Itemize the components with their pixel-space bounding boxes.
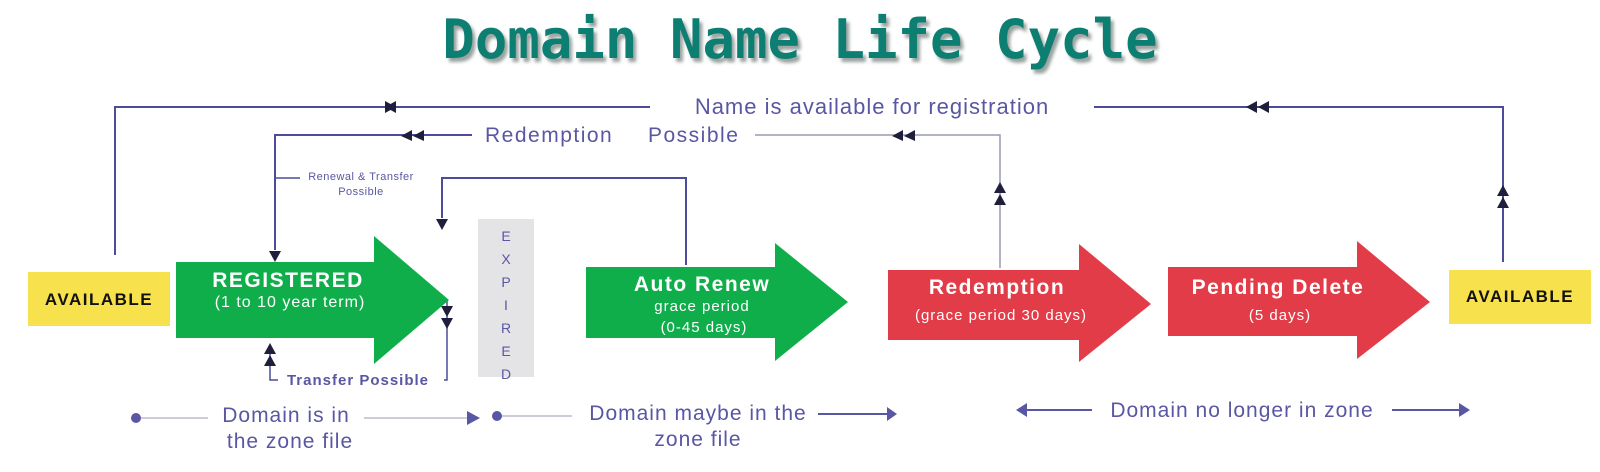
available-right-label: AVAILABLE: [1466, 287, 1574, 306]
available-left-box: [28, 272, 170, 326]
maybe-zone-label-1: Domain maybe in the: [589, 402, 806, 425]
transfer-possible-label: Transfer Possible: [287, 372, 429, 389]
expired-letter: P: [501, 274, 510, 290]
redemption-subtitle: (grace period 30 days): [915, 307, 1087, 324]
auto-renew-line2: (0-45 days): [661, 319, 748, 336]
redemption-title: Redemption: [929, 276, 1065, 299]
no-longer-zone-connector: [1016, 403, 1470, 417]
renewal-transfer-label-2: Possible: [338, 186, 384, 198]
auto-renew-return-arrowhead: [436, 219, 448, 230]
redemption-possible-label-1: Redemption: [485, 124, 613, 147]
maybe-zone-label-2: zone file: [654, 428, 741, 451]
arrowheads-transfer-possible: [264, 306, 453, 366]
available-left-label: AVAILABLE: [45, 290, 153, 309]
auto-renew-title: Auto Renew: [634, 273, 770, 296]
auto-renew-line1: grace period: [654, 298, 749, 315]
pending-delete-title: Pending Delete: [1192, 276, 1365, 299]
expired-box: [478, 219, 534, 377]
renewal-transfer-label-1: Renewal & Transfer: [308, 171, 414, 183]
redemption-possible-label-2: Possible: [648, 124, 739, 147]
expired-letter: E: [501, 343, 510, 359]
expired-letter: R: [501, 320, 511, 336]
expired-letter: I: [504, 297, 508, 313]
expired-letter: D: [501, 366, 511, 382]
in-zone-label-2: the zone file: [227, 430, 353, 453]
name-available-loop: [114, 106, 1504, 262]
diagram-title: Domain Name Life Cycle: [442, 8, 1157, 71]
redemption-arrow: [888, 244, 1151, 362]
expired-letter: X: [501, 251, 511, 267]
auto-renew-arrow: [586, 243, 848, 361]
in-zone-connector: [131, 411, 480, 425]
name-available-label: Name is available for registration: [695, 94, 1049, 119]
available-right-box: [1449, 270, 1591, 324]
auto-renew-return-line: [441, 177, 687, 265]
in-zone-label-1: Domain is in: [222, 404, 350, 427]
registered-arrow: [176, 236, 449, 364]
maybe-zone-connector: [492, 407, 897, 421]
arrowheads-name-available: [385, 101, 1509, 208]
transfer-label-bg: [278, 369, 444, 389]
expired-letter: E: [501, 228, 510, 244]
arrowheads-redemption-possible: [269, 130, 1006, 262]
registered-title: REGISTERED: [212, 269, 364, 292]
pending-delete-subtitle: (5 days): [1249, 307, 1311, 324]
pending-delete-arrow: [1168, 241, 1430, 359]
no-longer-zone-label: Domain no longer in zone: [1110, 399, 1373, 422]
registered-subtitle: (1 to 10 year term): [215, 294, 366, 311]
